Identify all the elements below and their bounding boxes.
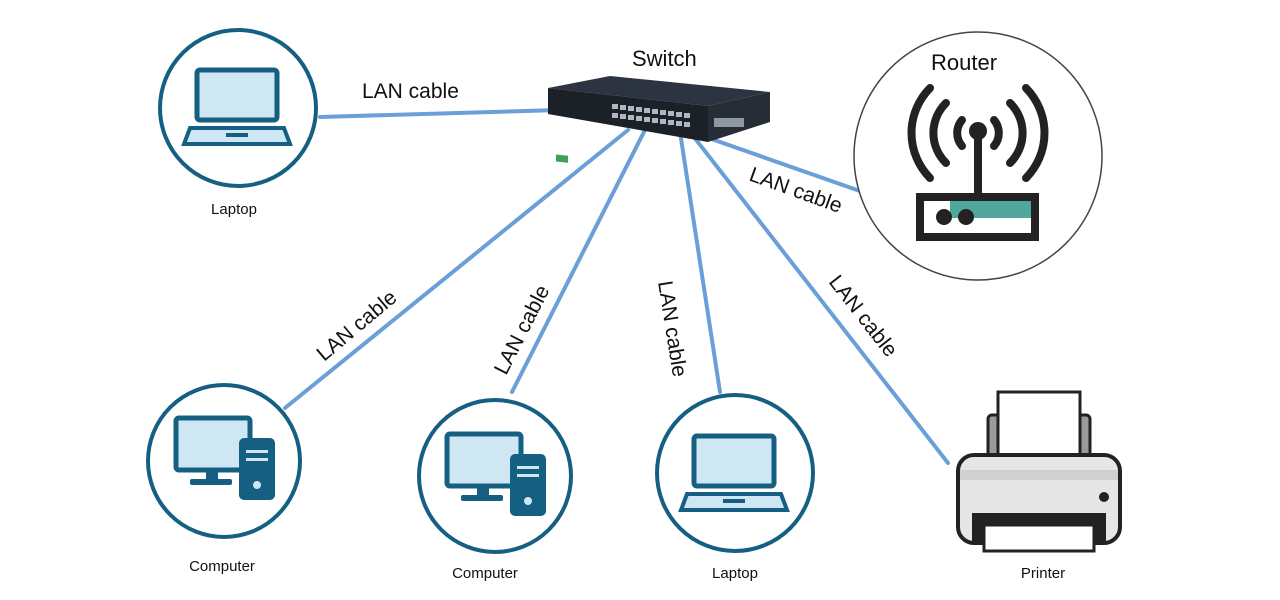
laptop-bottom-device: Laptop — [655, 393, 815, 582]
computer-mid-label: Computer — [452, 565, 518, 582]
switch-status-led — [556, 154, 568, 163]
switch-label: Switch — [632, 46, 697, 71]
printer-label: Printer — [1021, 565, 1065, 582]
printer-device: Printer — [956, 390, 1122, 582]
cable-line-laptop-bottom — [678, 130, 722, 394]
computer-left-label: Computer — [189, 558, 255, 575]
laptop-top-label: Laptop — [211, 201, 257, 218]
wifi-signal-icon — [907, 84, 1049, 182]
router-device: Router — [853, 31, 1103, 281]
router-led-2 — [958, 209, 974, 225]
laptop-bottom-label: Laptop — [712, 565, 758, 582]
switch-top-face — [548, 76, 770, 106]
cable-line-printer — [688, 130, 950, 465]
router-label: Router — [931, 50, 997, 75]
laptop-top-device: Laptop — [158, 28, 318, 218]
router-led-1 — [936, 209, 952, 225]
cables — [283, 106, 950, 465]
switch-port-row — [612, 104, 690, 127]
cable-line-computer-mid — [510, 128, 647, 394]
printer-icon — [956, 390, 1122, 553]
switch-uplink-ports — [714, 118, 744, 127]
cable-label-laptop-bottom: LAN cable — [653, 279, 691, 378]
switch-device: Switch — [548, 46, 770, 163]
computer-mid-device: Computer — [417, 398, 573, 582]
cable-label-router: LAN cable — [746, 163, 845, 218]
computer-icon — [444, 431, 546, 516]
computer-icon — [173, 415, 275, 500]
switch-side-face — [708, 92, 770, 142]
laptop-icon — [181, 67, 293, 146]
cable-line-computer-left — [283, 128, 630, 410]
laptop-icon — [678, 433, 790, 512]
cable-label-laptop-top: LAN cable — [362, 80, 459, 103]
computer-left-device: Computer — [146, 383, 302, 575]
